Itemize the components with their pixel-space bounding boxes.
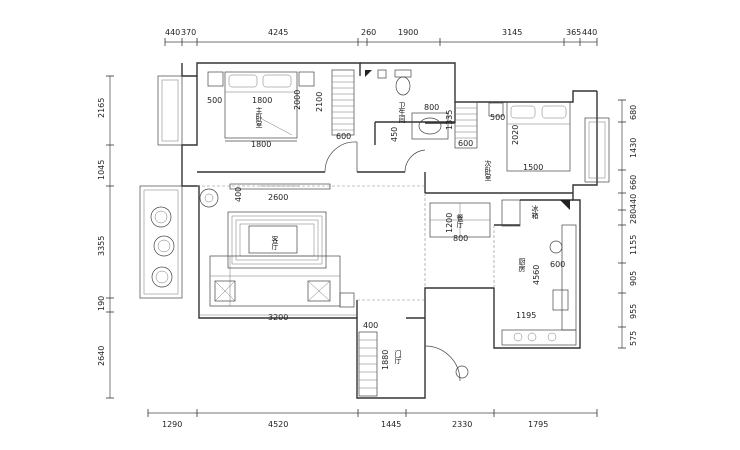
fridge (501, 199, 521, 227)
dining-table (429, 202, 491, 238)
right-dim-9: 575 (629, 331, 638, 346)
right-dim-5: 280 (629, 209, 638, 224)
kitchen-1195-dim: 1195 (516, 311, 536, 320)
bottom-dim-5: 1795 (528, 420, 548, 429)
room-labels: 主卧室 次卧室 卫生间 客厅 餐厅 厨房 门厅 冰箱 (255, 102, 539, 364)
side-table (339, 292, 355, 308)
bath-450-dim: 450 (390, 127, 399, 142)
room-label-living: 客厅 (271, 235, 279, 250)
top-dim-4: 260 (361, 28, 376, 37)
room-label-dining: 餐厅 (456, 213, 464, 228)
foyer-1880-dim: 1880 (381, 350, 390, 370)
kitchen-600-dim: 600 (550, 260, 565, 269)
washbasin (411, 112, 449, 140)
right-dim-2: 1430 (629, 138, 638, 158)
left-dim-4: 190 (97, 296, 106, 311)
kitchen-counter (501, 224, 577, 346)
bottom-dimension-line: 1290 4520 1445 2330 1795 (147, 409, 598, 429)
balcony-chairs (150, 206, 175, 288)
left-balcony-living (139, 185, 183, 299)
bottom-dim-4: 2330 (452, 420, 472, 429)
entry-door (424, 345, 469, 382)
bottom-dim-1: 1290 (162, 420, 182, 429)
right-dim-1: 680 (629, 105, 638, 120)
marker-triangle (560, 200, 570, 210)
living-3200-dim: 3200 (268, 313, 288, 322)
left-balcony-master (157, 75, 183, 146)
room-label-bath: 卫生间 (398, 102, 406, 124)
right-balcony (584, 117, 610, 183)
rug (227, 211, 327, 269)
bath-door (404, 149, 426, 173)
master-bed-side-dim: 500 (207, 96, 222, 105)
right-dimension-line: 680 1430 660 440 280 1155 905 955 575 (618, 99, 638, 349)
top-dim-8: 440 (582, 28, 597, 37)
top-dim-7: 365 (566, 28, 581, 37)
plant (199, 188, 219, 208)
left-dim-1: 2165 (97, 98, 106, 118)
left-dim-2: 1045 (97, 160, 106, 180)
top-dim-2: 370 (181, 28, 196, 37)
room-label-foyer: 门厅 (394, 349, 402, 364)
tv-cabinet (229, 183, 331, 190)
bath-shaft (377, 69, 387, 79)
room-label-second: 次卧室 (484, 159, 492, 181)
room-label-cabinet: 冰箱 (531, 204, 539, 220)
top-dimension-line: 440 370 4245 260 1900 3145 365 440 (164, 28, 598, 46)
second-bed-length-dim: 2020 (511, 125, 520, 145)
second-wardrobe (454, 101, 478, 149)
bath-800-dim: 800 (424, 103, 439, 112)
master-bed-length-dim: 2000 (293, 90, 302, 110)
kitchen-4560-dim: 4560 (532, 265, 541, 285)
top-dim-3: 4245 (268, 28, 288, 37)
toilet (394, 69, 412, 96)
zone-dashes (197, 185, 495, 301)
shoe-cabinet (358, 331, 378, 397)
master-wardrobe (331, 69, 355, 136)
wardrobe-depth-dim: 2100 (315, 92, 324, 112)
master-door (324, 141, 358, 173)
master-bed-bottom-dim: 1800 (251, 140, 271, 149)
left-dim-5: 2640 (97, 346, 106, 366)
bottom-dim-3: 1445 (381, 420, 401, 429)
right-dim-4: 440 (629, 194, 638, 209)
right-dim-8: 955 (629, 304, 638, 319)
room-label-master: 主卧室 (255, 106, 263, 128)
left-dim-3: 3355 (97, 236, 106, 256)
master-bed-width-dim: 1800 (252, 96, 272, 105)
second-bed (488, 101, 571, 172)
sofa (209, 255, 341, 307)
wardrobe-width-dim: 600 (336, 132, 351, 141)
tv-400-dim: 400 (234, 187, 243, 202)
top-dim-1: 440 (165, 28, 180, 37)
tv-2600-dim: 2600 (268, 193, 288, 202)
master-bed (207, 71, 315, 139)
dining-1200-dim: 1200 (445, 213, 454, 233)
right-dim-6: 1155 (629, 235, 638, 255)
second-bed-width-dim: 1500 (523, 163, 543, 172)
second-1335-dim: 1335 (445, 110, 454, 130)
top-dim-6: 3145 (502, 28, 522, 37)
top-dim-5: 1900 (398, 28, 418, 37)
room-label-kitchen: 厨房 (518, 258, 526, 273)
bottom-dim-2: 4520 (268, 420, 288, 429)
right-dim-7: 905 (629, 271, 638, 286)
inner-dimensions: 500 1800 2000 2100 1800 600 450 800 1335… (199, 90, 565, 370)
left-dimension-line: 2165 1045 3355 190 2640 (97, 75, 114, 399)
dining-800-dim: 800 (453, 234, 468, 243)
second-wardrobe-dim: 600 (458, 139, 473, 148)
foyer-400-dim: 400 (363, 321, 378, 330)
marker-triangle-bath (365, 70, 372, 77)
second-side-dim: 500 (490, 113, 505, 122)
right-dim-3: 660 (629, 175, 638, 190)
